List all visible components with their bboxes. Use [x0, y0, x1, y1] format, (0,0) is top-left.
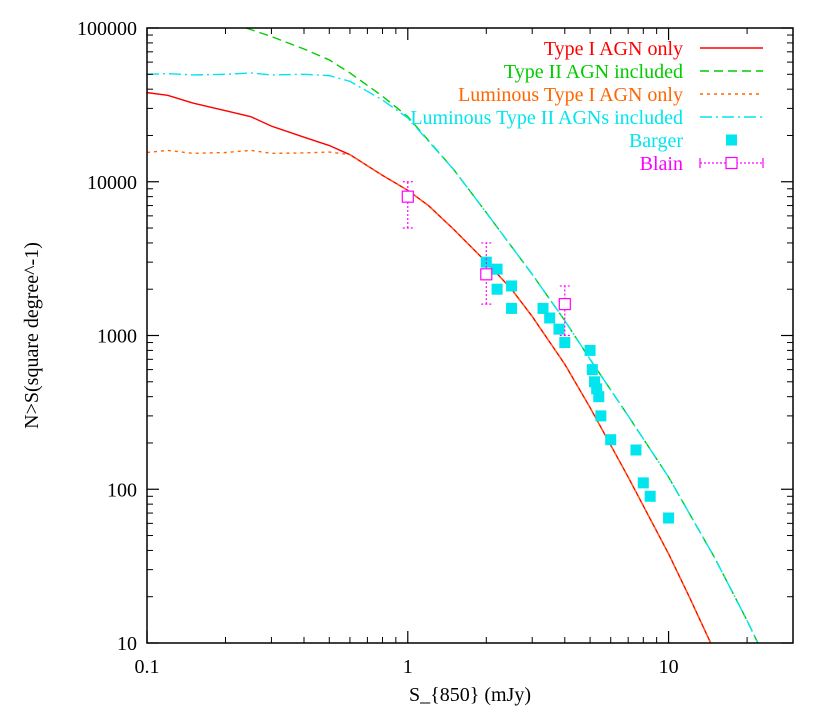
x-tick-label: 1	[403, 656, 413, 678]
legend-label: Blain	[640, 153, 683, 175]
legend-label: Luminous Type I AGN only	[458, 84, 683, 106]
series-line	[147, 72, 759, 643]
barger-point	[584, 344, 596, 356]
y-tick-label: 10000	[87, 172, 137, 194]
y-tick-label: 100000	[77, 18, 137, 40]
barger-point	[537, 302, 549, 314]
barger-point	[595, 410, 607, 422]
x-tick-label: 0.1	[135, 656, 160, 678]
points-layer	[401, 181, 675, 524]
legend-swatch-square	[726, 134, 737, 146]
legend-label: Type I AGN only	[544, 38, 683, 60]
series-line	[147, 149, 712, 643]
y-tick-label: 100	[107, 479, 137, 501]
x-axis-title: S_{850} (mJy)	[409, 684, 531, 706]
axes-layer: 0.1 1 10 10 100 1000 10000 100000	[77, 18, 793, 678]
barger-point	[544, 312, 556, 324]
barger-point	[593, 391, 605, 403]
y-axis-title: N>S(square degree^-1)	[21, 242, 43, 429]
x-tick-label: 10	[659, 656, 679, 678]
y-tick-label: 10	[117, 633, 137, 655]
barger-point	[589, 376, 601, 388]
barger-point	[630, 444, 642, 456]
blain-point	[401, 190, 414, 203]
legend-label: Barger	[629, 130, 683, 152]
legend-label: Luminous Type II AGNs included	[410, 107, 683, 129]
series-line	[245, 28, 759, 643]
blain-point	[480, 268, 493, 281]
barger-point	[663, 512, 675, 524]
barger-point	[591, 383, 603, 395]
blain-point	[558, 298, 571, 311]
barger-point	[491, 283, 503, 295]
barger-point	[586, 364, 598, 376]
barger-point	[491, 263, 503, 275]
series-line	[147, 91, 712, 643]
barger-point	[506, 280, 518, 292]
legend-label: Type II AGN included	[504, 61, 683, 83]
barger-point	[605, 434, 617, 446]
y-tick-label: 1000	[97, 326, 137, 348]
barger-point	[506, 302, 518, 314]
barger-point	[559, 337, 571, 349]
barger-point	[637, 477, 649, 489]
barger-point	[553, 323, 565, 335]
legend-swatch-open-square	[725, 156, 738, 170]
barger-point	[644, 490, 656, 502]
